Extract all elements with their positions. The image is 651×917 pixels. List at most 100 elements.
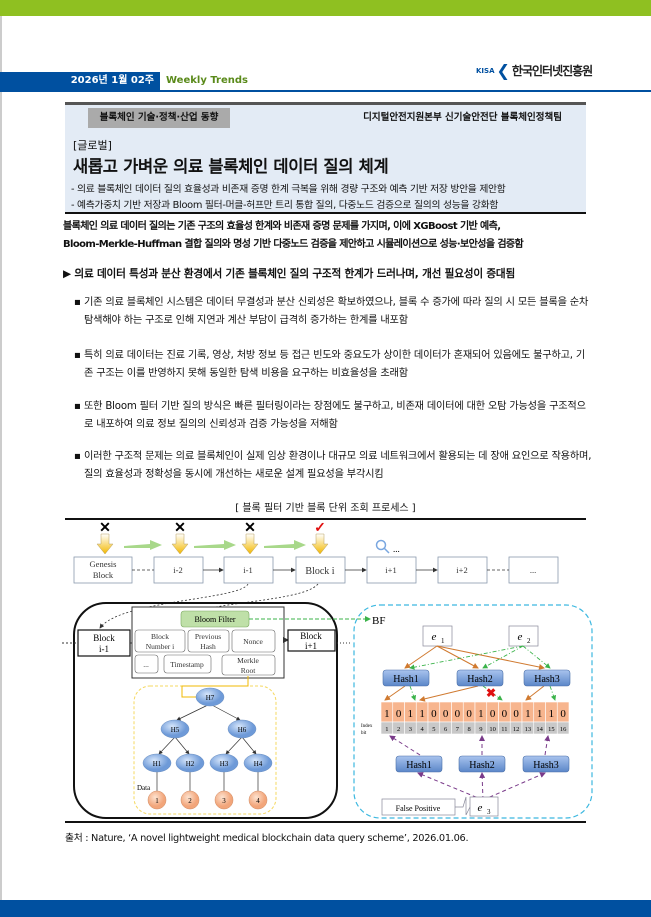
source-citation: 출처 : Nature, ‘A novel lightweight medica…: [65, 833, 469, 844]
index-value: 2: [397, 726, 400, 733]
hash-function-box: [456, 669, 504, 687]
index-value: 3: [409, 726, 412, 733]
data-label: Data: [137, 784, 151, 792]
field-label: Timestamp: [170, 660, 204, 669]
bullet-item: ▪또한 Bloom 필터 기반 질의 방식은 빠른 필터링이라는 장점에도 불구…: [74, 398, 594, 434]
element-subscript: 2: [527, 637, 531, 645]
element-subscript: 1: [441, 637, 445, 645]
prev-block-label: Block: [93, 633, 115, 643]
bullet-item: ▪특히 의료 데이터는 진료 기록, 영상, 처방 정보 등 접근 빈도와 중요…: [74, 347, 594, 383]
merkle-node: H5: [171, 726, 180, 734]
bit-value: 1: [537, 708, 543, 720]
footer-bar: [0, 900, 651, 917]
department: 디지털안전지원본부 신기술안전단 블록체인정책팀: [363, 112, 562, 123]
index-value: 6: [444, 726, 448, 733]
bit-value: 0: [455, 708, 461, 720]
figure-bottom-rule: [65, 821, 586, 823]
bit-value: 0: [502, 708, 508, 720]
field-label: ...: [143, 660, 149, 669]
header-divider: [0, 90, 651, 92]
bloom-filter-label: Bloom Filter: [194, 615, 235, 624]
data-item: 4: [256, 797, 260, 805]
bullet-marker: ▪: [74, 451, 81, 462]
summary-line-2: Bloom-Merkle-Huffman 결합 질의와 명성 기반 다중노드 검…: [63, 239, 524, 250]
index-label: bit: [361, 731, 367, 736]
next-block: [287, 629, 336, 652]
merkle-node: H2: [186, 760, 195, 768]
mismatch-cross-icon: ✖: [486, 686, 496, 700]
element-e3: [469, 796, 499, 817]
index-value: 11: [501, 726, 507, 733]
bullet-text: 기존 의료 블록체인 시스템은 데이터 무결성과 분산 신뢰성은 확보하였으나,…: [84, 297, 589, 326]
index-label: Index: [361, 724, 373, 729]
check-mark-icon: ✓: [314, 521, 326, 536]
section-heading: ▶ 의료 데이터 특성과 분산 환경에서 기존 블록체인 질의 구조적 한계가 …: [63, 268, 515, 280]
article-title: 새롭고 가벼운 의료 블록체인 데이터 질의 체계: [73, 157, 389, 176]
merkle-node: H3: [220, 760, 229, 768]
index-value: 1: [385, 726, 388, 733]
element-label: e: [478, 802, 483, 814]
element-e1: [422, 625, 453, 647]
cross-mark-icon: ✕: [99, 521, 111, 536]
bullet-item: ▪이러한 구조적 문제는 의료 블록체인이 실제 임상 환경이나 대규모 의료 …: [74, 448, 594, 484]
hash-function-box: [382, 669, 430, 687]
hash-function-label: Hash2: [467, 674, 493, 685]
field-label: Nonce: [243, 637, 263, 646]
bit-value: 0: [560, 708, 566, 720]
index-value: 9: [479, 726, 482, 733]
divider: [65, 212, 586, 214]
bullet-marker: ▪: [74, 401, 81, 412]
data-item: 2: [188, 797, 192, 805]
element-subscript: 3: [487, 808, 491, 816]
field-label: Number i: [146, 642, 175, 651]
index-value: 7: [456, 726, 460, 733]
bloom-filter-diagram: ✕ ✕ ✕ ✓ Genesis Block i-2 i-1 Block i i+…: [62, 521, 593, 819]
hash-function-box: [395, 755, 443, 773]
hash-function-label: Hash3: [533, 760, 559, 771]
hash-function-box: [522, 755, 570, 773]
section-tag: 블록체인 기술·정책·산업 동향: [88, 108, 230, 128]
merkle-node: H4: [254, 760, 263, 768]
index-value: 16: [560, 726, 567, 733]
element-label: e: [432, 631, 437, 643]
field-label: Previous: [195, 632, 221, 641]
field-label: Block: [151, 632, 169, 641]
search-more: ...: [393, 544, 400, 554]
data-item: 3: [222, 797, 226, 805]
bit-value: 1: [525, 708, 531, 720]
highlight-1: - 의료 블록체인 데이터 질의 효율성과 비존재 증명 한계 극복을 위해 경…: [71, 184, 506, 195]
issue-week: 2026년 1월 02주: [0, 72, 160, 90]
block-label: ...: [530, 565, 536, 575]
left-rule: [0, 16, 2, 900]
bit-value: 1: [478, 708, 484, 720]
field-label: Root: [241, 666, 257, 675]
bit-value: 1: [549, 708, 555, 720]
summary-line-1: 블록체인 의료 데이터 질의는 기존 구조의 효율성 한계와 비존재 증명 문제…: [63, 221, 501, 232]
index-value: 15: [548, 726, 555, 733]
bit-value: 0: [396, 708, 402, 720]
index-value: 14: [536, 726, 543, 733]
bit-value: 1: [419, 708, 425, 720]
headline-box: 블록체인 기술·정책·산업 동향 디지털안전지원본부 신기술안전단 블록체인정책…: [65, 102, 586, 212]
merkle-node: H7: [206, 694, 215, 702]
bullet-item: ▪기존 의료 블록체인 시스템은 데이터 무결성과 분산 신뢰성은 확보하였으나…: [74, 294, 594, 330]
index-value: 12: [513, 726, 520, 733]
cross-mark-icon: ✕: [174, 521, 186, 536]
highlight-2: - 예측가중치 기반 저장과 Bloom 필터-머클-허프만 트리 통합 질의,…: [71, 200, 499, 211]
block-label: Genesis: [90, 559, 117, 569]
field-label: Hash: [200, 642, 216, 651]
bit-value: 1: [384, 708, 390, 720]
index-value: 8: [468, 726, 471, 733]
prev-block-label: i-1: [99, 644, 109, 654]
cross-mark-icon: ✕: [244, 521, 256, 536]
element-e2: [508, 625, 539, 647]
index-value: 13: [525, 726, 532, 733]
bit-value: 1: [408, 708, 414, 720]
hash-function-label: Hash1: [406, 760, 432, 771]
flow-arrows: [124, 540, 306, 550]
logo-chevron-icon: ❮: [496, 60, 510, 80]
hash-function-label: Hash2: [469, 760, 495, 771]
next-block-label: Block: [300, 631, 322, 641]
bit-value: 0: [431, 708, 437, 720]
merkle-node: H1: [153, 760, 162, 768]
